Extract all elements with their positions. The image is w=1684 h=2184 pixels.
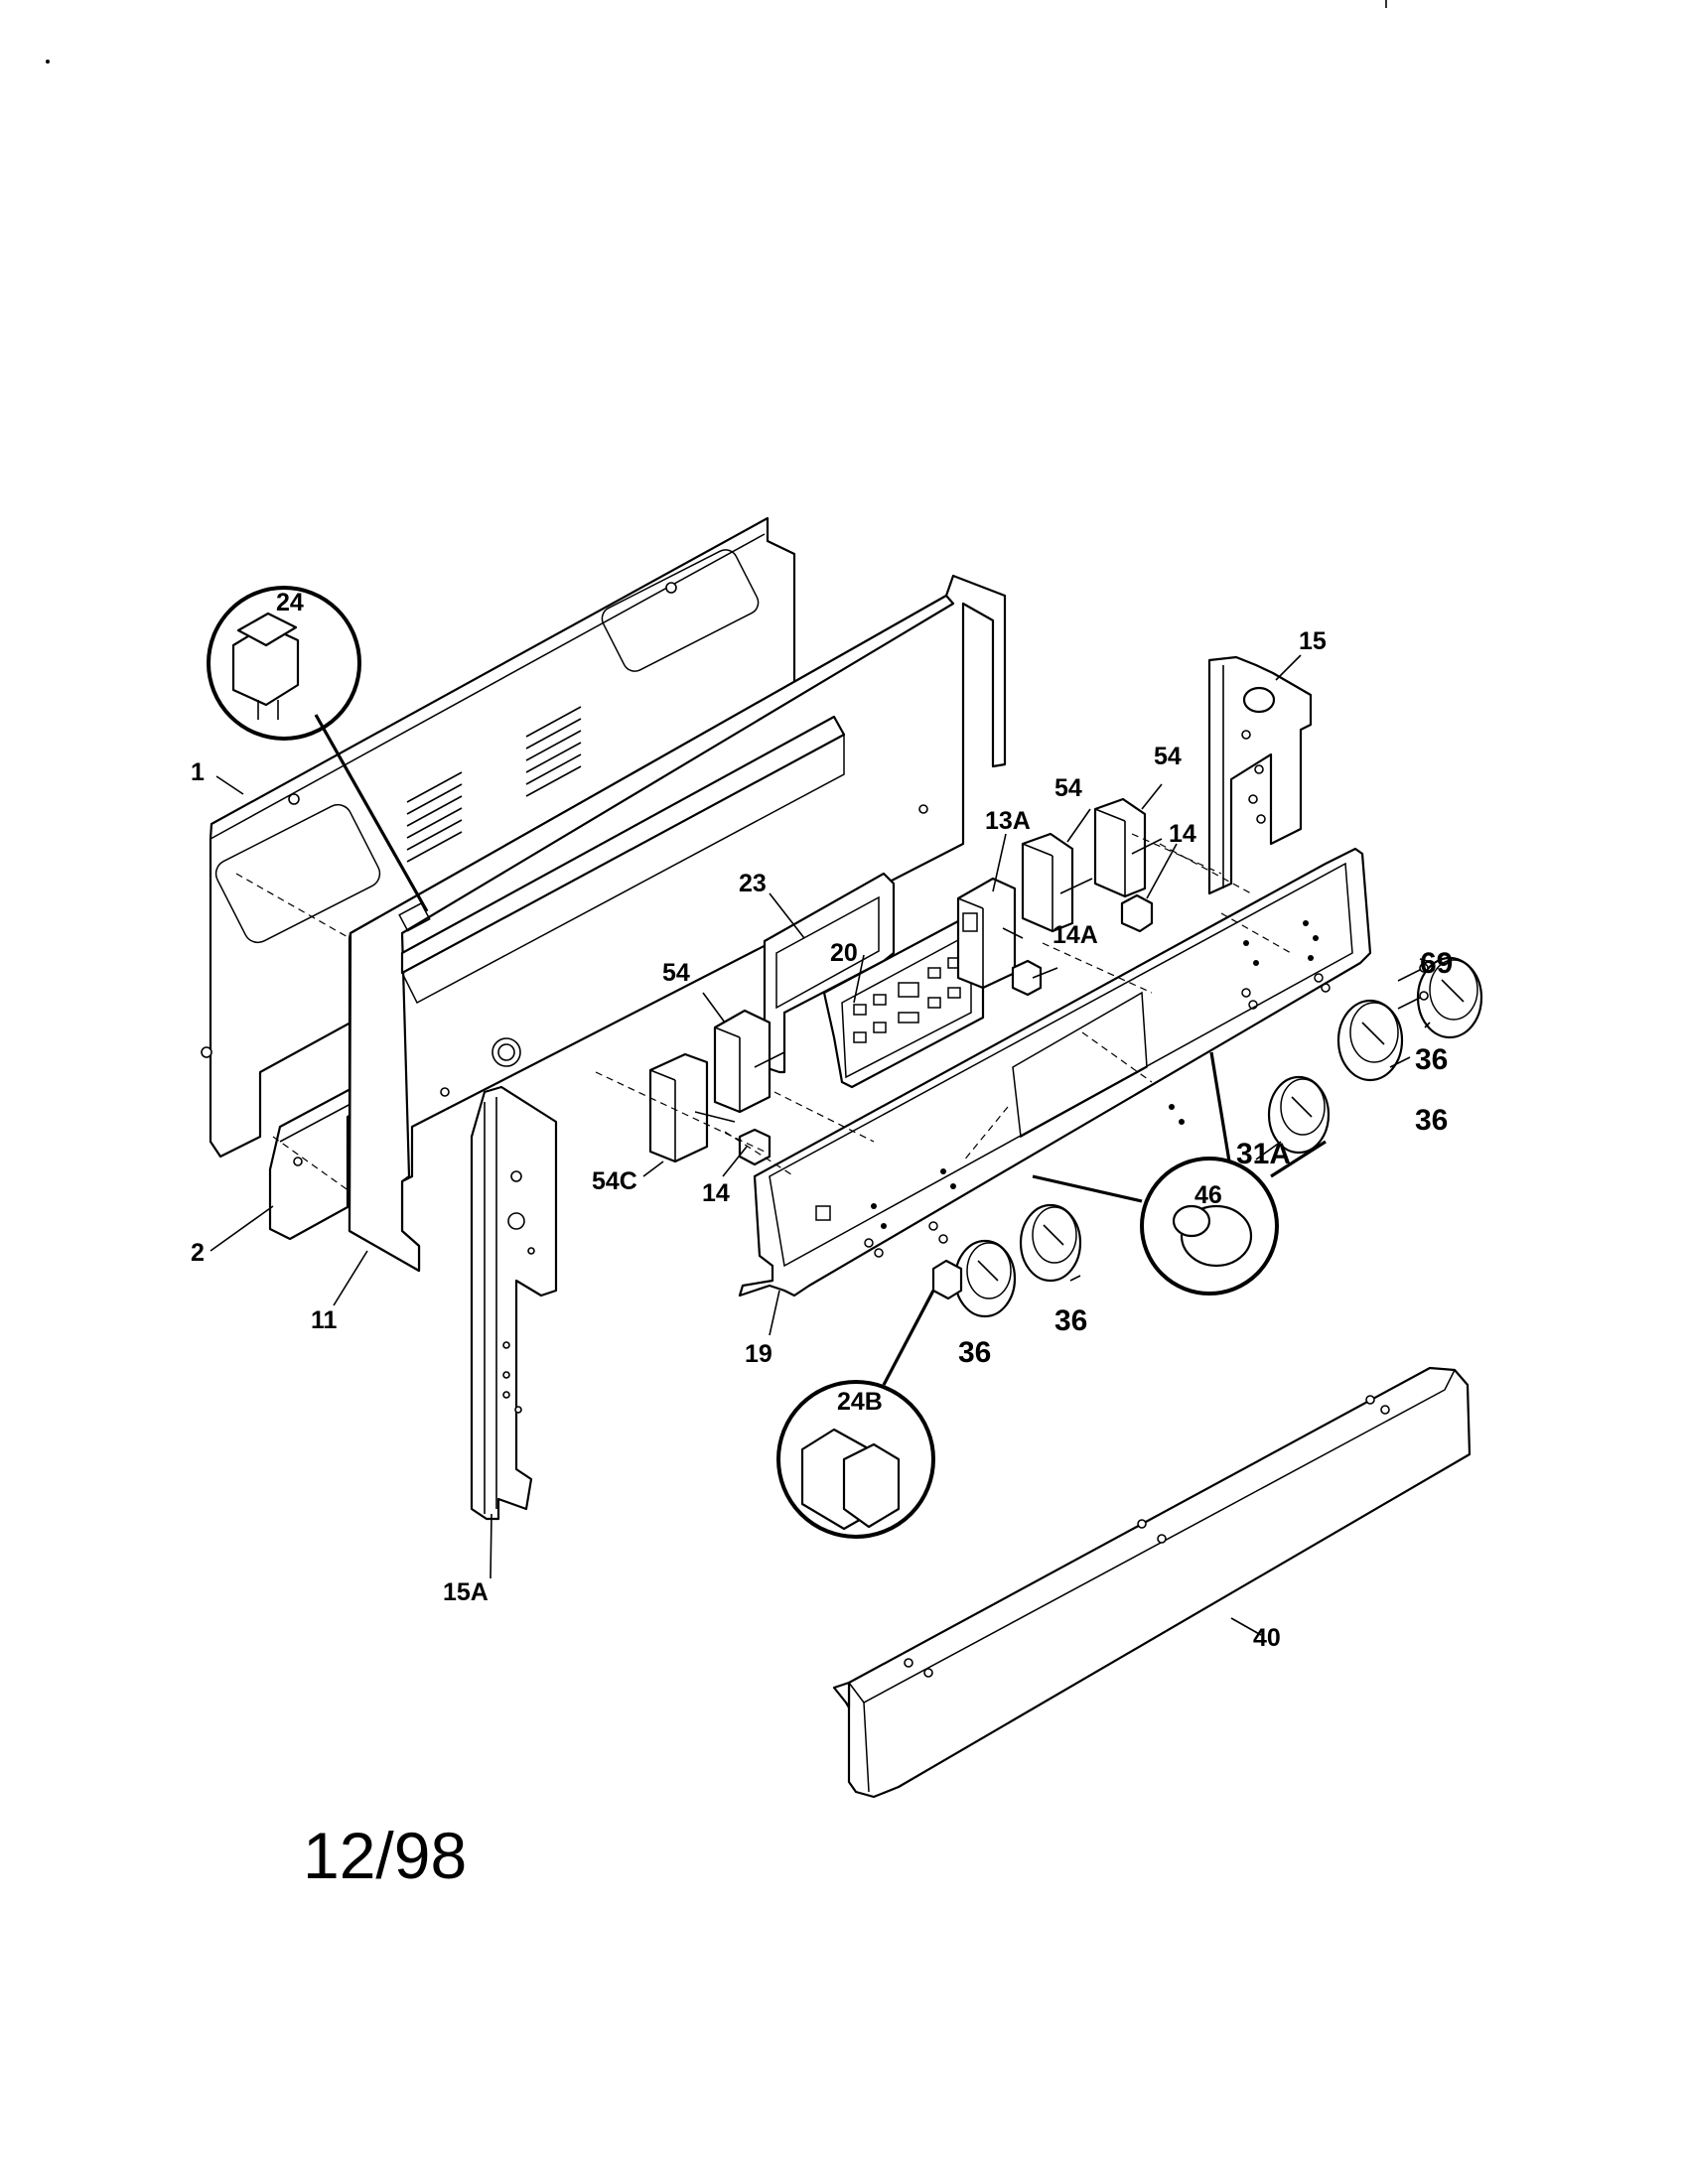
- label-20: 20: [830, 939, 858, 967]
- part-14a-indicator: [1011, 959, 1043, 997]
- part-54-switch-right-b: [1093, 797, 1163, 898]
- callout-label-46: 46: [1194, 1181, 1222, 1209]
- callout-label-24b: 24B: [837, 1388, 883, 1416]
- label-19: 19: [745, 1340, 772, 1368]
- label-54-a: 54: [1054, 774, 1082, 802]
- leader-lines: [210, 654, 1436, 1636]
- part-40-trim: [832, 1366, 1472, 1799]
- label-40: 40: [1253, 1624, 1281, 1652]
- part-15a-left-bracket: [470, 1085, 558, 1521]
- label-14-bottom: 14: [702, 1179, 730, 1207]
- stray-mark: [46, 60, 50, 64]
- part-24b-switch-installed: [931, 1259, 963, 1300]
- knob-36-right-b: [1416, 956, 1483, 1039]
- part-54-switch-right-a: [1021, 832, 1093, 933]
- callout-46: 46: [1032, 1051, 1327, 1296]
- knob-36-lower-left: [953, 1239, 1017, 1318]
- label-1: 1: [191, 758, 205, 786]
- knob-31a: [1267, 1075, 1331, 1155]
- part-69-screws: [1397, 963, 1429, 1010]
- label-13a: 13A: [985, 807, 1031, 835]
- part-14-indicator-bottom: [738, 1128, 772, 1166]
- label-36-right-b: 36: [1415, 1104, 1448, 1137]
- callout-label-24: 24: [276, 589, 304, 616]
- label-36-right-a: 36: [1415, 1043, 1448, 1076]
- label-31a: 31A: [1236, 1138, 1291, 1170]
- label-69: 69: [1420, 947, 1453, 980]
- label-54-b: 54: [1154, 743, 1182, 770]
- part-54c-switch: [648, 1052, 736, 1163]
- callout-24b: 24B: [776, 1290, 935, 1539]
- label-15a: 15A: [443, 1578, 489, 1606]
- part-11-backguard: [348, 574, 1007, 1273]
- label-15: 15: [1299, 627, 1327, 655]
- label-23: 23: [739, 870, 767, 897]
- label-54c: 54C: [592, 1167, 637, 1195]
- label-54-c: 54: [662, 959, 690, 987]
- label-11: 11: [311, 1306, 338, 1334]
- date-stamp: 12/98: [303, 1819, 467, 1892]
- label-36-lower-left: 36: [958, 1336, 991, 1369]
- knob-36-lower-center: [1019, 1203, 1082, 1283]
- label-36-lower-center: 36: [1054, 1304, 1087, 1337]
- part-19-control-panel: [738, 847, 1372, 1297]
- knob-36-right-a: [1336, 999, 1404, 1082]
- label-14-top: 14: [1169, 820, 1196, 848]
- part-54-switch-left: [713, 1009, 785, 1114]
- label-2: 2: [191, 1239, 205, 1267]
- part-15-right-bracket: [1207, 655, 1313, 895]
- label-14a: 14A: [1052, 921, 1098, 949]
- part-labels: 1 2 11 13A 14 14 14A 15 15A 19 20 23 31A…: [191, 627, 1453, 1652]
- part-14-indicator-top: [1120, 893, 1154, 933]
- assembly-guide-lines: [235, 833, 1252, 1192]
- callout-24: 24: [207, 586, 429, 912]
